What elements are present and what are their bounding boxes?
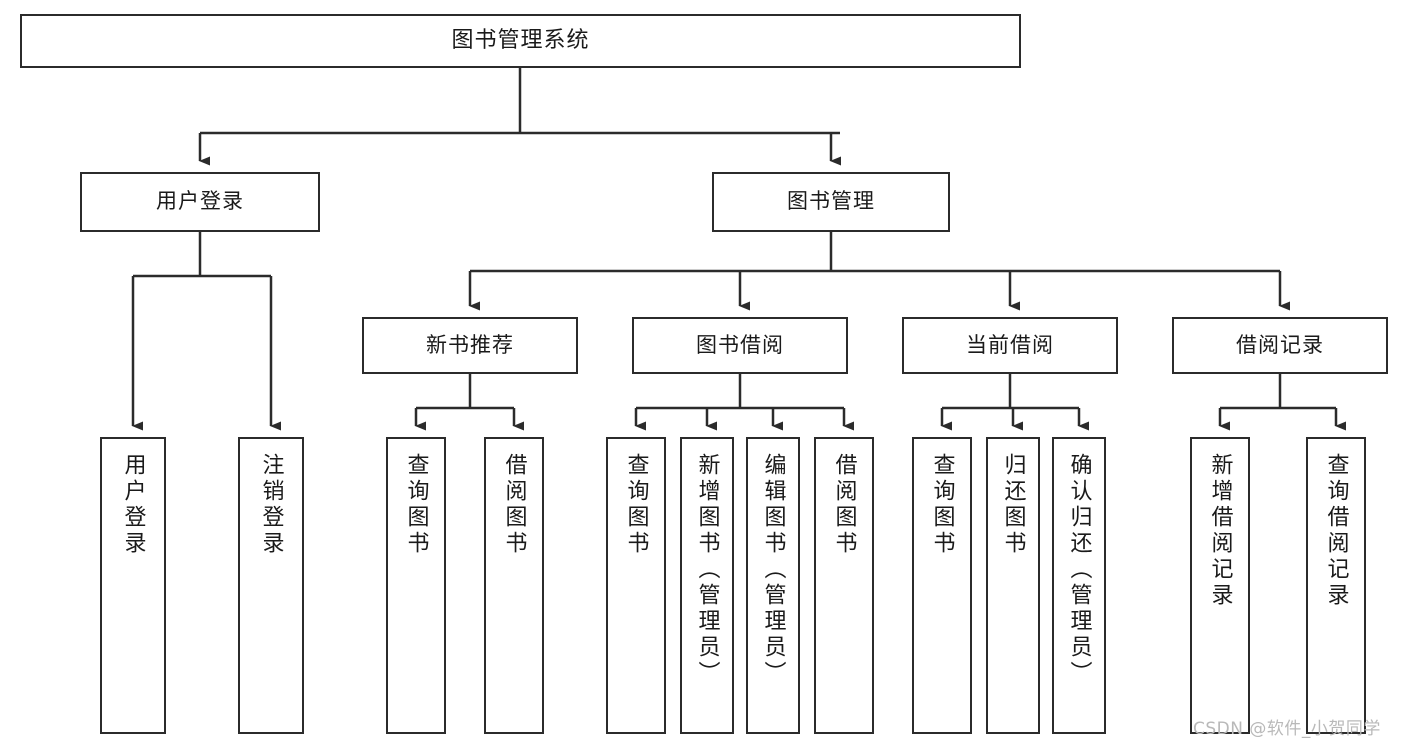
node-book-borrow[interactable]: 图书借阅 xyxy=(632,317,848,374)
node-leaf-add-book-label: 新增图书（管理员） xyxy=(694,453,720,687)
node-leaf-user-logout[interactable]: 注销登录 xyxy=(238,437,304,734)
node-leaf-query-book-3-label: 查询图书 xyxy=(929,453,955,557)
node-book-manage-label: 图书管理 xyxy=(787,189,875,214)
node-leaf-confirm-return[interactable]: 确认归还（管理员） xyxy=(1052,437,1106,734)
node-leaf-edit-book[interactable]: 编辑图书（管理员） xyxy=(746,437,800,734)
node-leaf-borrow-book-1[interactable]: 借阅图书 xyxy=(484,437,544,734)
node-current-borrow-label: 当前借阅 xyxy=(966,332,1054,357)
node-leaf-query-record[interactable]: 查询借阅记录 xyxy=(1306,437,1366,734)
node-leaf-query-book-1[interactable]: 查询图书 xyxy=(386,437,446,734)
node-leaf-borrow-book-1-label: 借阅图书 xyxy=(501,453,527,557)
node-leaf-add-record-label: 新增借阅记录 xyxy=(1207,453,1233,609)
node-leaf-user-logout-label: 注销登录 xyxy=(258,453,284,557)
node-borrow-record[interactable]: 借阅记录 xyxy=(1172,317,1388,374)
node-leaf-query-book-2[interactable]: 查询图书 xyxy=(606,437,666,734)
node-leaf-user-login-label: 用户登录 xyxy=(120,453,146,557)
node-user-login-label: 用户登录 xyxy=(156,189,244,214)
node-leaf-add-book[interactable]: 新增图书（管理员） xyxy=(680,437,734,734)
node-current-borrow[interactable]: 当前借阅 xyxy=(902,317,1118,374)
node-leaf-edit-book-label: 编辑图书（管理员） xyxy=(760,453,786,687)
node-leaf-user-login[interactable]: 用户登录 xyxy=(100,437,166,734)
node-root[interactable]: 图书管理系统 xyxy=(20,14,1021,68)
watermark: CSDN @软件_小贺同学 xyxy=(1193,719,1381,739)
node-leaf-query-record-label: 查询借阅记录 xyxy=(1323,453,1349,609)
node-new-book-rec-label: 新书推荐 xyxy=(426,332,514,357)
node-leaf-borrow-book-2-label: 借阅图书 xyxy=(831,453,857,557)
node-leaf-borrow-book-2[interactable]: 借阅图书 xyxy=(814,437,874,734)
node-leaf-query-book-3[interactable]: 查询图书 xyxy=(912,437,972,734)
node-leaf-query-book-2-label: 查询图书 xyxy=(623,453,649,557)
node-leaf-add-record[interactable]: 新增借阅记录 xyxy=(1190,437,1250,734)
node-leaf-confirm-return-label: 确认归还（管理员） xyxy=(1066,453,1092,687)
node-book-manage[interactable]: 图书管理 xyxy=(712,172,950,232)
node-new-book-rec[interactable]: 新书推荐 xyxy=(362,317,578,374)
node-book-borrow-label: 图书借阅 xyxy=(696,332,784,357)
node-leaf-return-book[interactable]: 归还图书 xyxy=(986,437,1040,734)
node-root-label: 图书管理系统 xyxy=(451,27,590,53)
node-leaf-return-book-label: 归还图书 xyxy=(1000,453,1026,557)
node-borrow-record-label: 借阅记录 xyxy=(1236,332,1324,357)
node-leaf-query-book-1-label: 查询图书 xyxy=(403,453,429,557)
node-user-login[interactable]: 用户登录 xyxy=(80,172,320,232)
